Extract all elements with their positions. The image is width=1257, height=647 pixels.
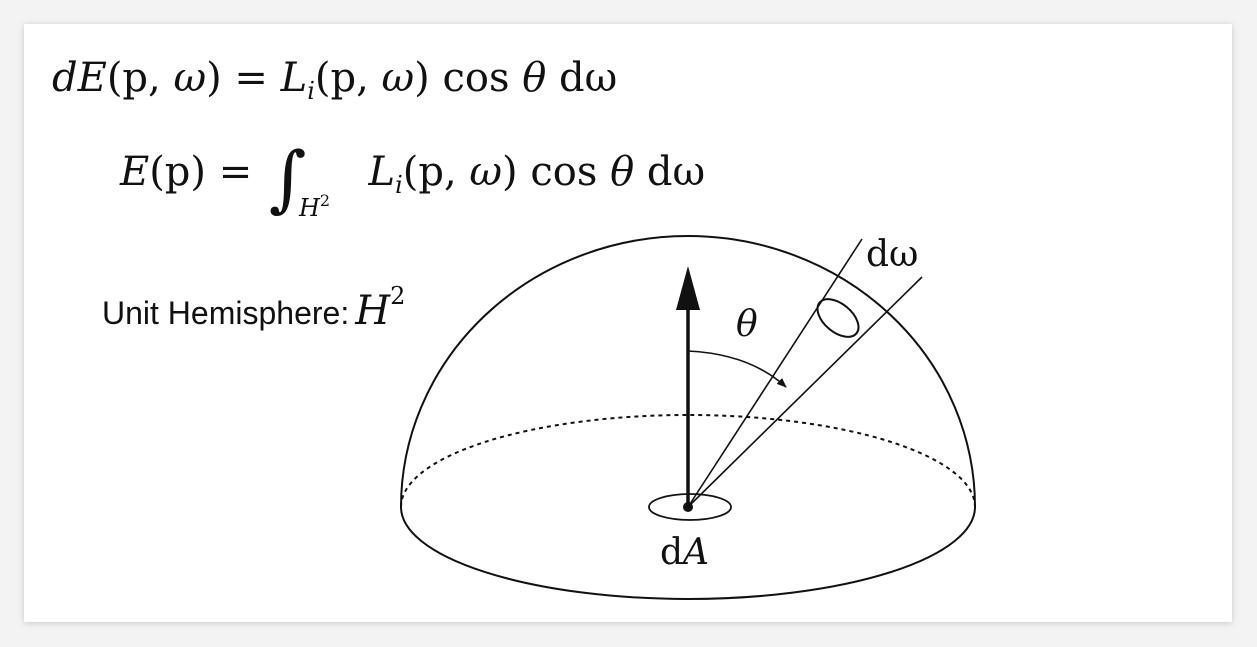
eq2-d-omega: dω: [634, 149, 706, 195]
eq1-equals: =: [221, 55, 281, 101]
eq2-cos: cos: [517, 149, 611, 195]
integral-domain-H: H: [298, 194, 320, 222]
d-omega-label: dω: [866, 234, 918, 275]
integral-domain: H2: [298, 191, 331, 222]
theta-label: θ: [736, 304, 758, 345]
cone-cross-section: [816, 298, 860, 338]
eq1-subscript-i: i: [307, 77, 315, 105]
differential-area-point: [683, 502, 693, 512]
eq1-rhs-args: (p,: [314, 55, 382, 101]
eq1-lhs-omega: ω: [173, 55, 207, 101]
hemisphere-symbol: H2: [355, 282, 405, 334]
integral-glyph: ∫: [268, 136, 307, 220]
d-A-label-d: d: [660, 532, 683, 573]
eq1-lhs-args: (p,: [106, 55, 174, 101]
eq2-E: E: [120, 149, 150, 195]
eq1-cos: cos: [429, 55, 523, 101]
theta-arc: [687, 350, 787, 388]
eq1-d-omega: dω: [546, 55, 618, 101]
unit-hemisphere-text: Unit Hemisphere:: [102, 295, 350, 331]
cone-line-right: [687, 276, 923, 508]
eq2-rhs-args: (p,: [402, 149, 470, 195]
eq1-d: d: [52, 55, 78, 101]
surface-normal-arrowhead: [676, 266, 700, 310]
eq2-rhs-omega: ω: [469, 149, 503, 195]
integral-domain-exponent: 2: [319, 191, 331, 210]
d-A-label-A: A: [680, 532, 709, 573]
irradiance-integral-equation: E(p) = ∫H2 Li(p, ω) cos θ dω: [120, 142, 706, 220]
hemisphere-dome: [400, 235, 976, 508]
unit-hemisphere-label: Unit Hemisphere:H2: [102, 282, 405, 334]
eq2-L: L: [368, 149, 396, 195]
eq2-theta: θ: [610, 149, 635, 195]
eq1-theta: θ: [522, 55, 547, 101]
eq1-rhs-close: ): [414, 55, 430, 101]
eq2-rhs-close: ): [502, 149, 518, 195]
hemisphere-diagram: θ dω dA: [400, 234, 976, 600]
eq1-rhs-omega: ω: [381, 55, 415, 101]
integral-sign: ∫H2: [269, 142, 330, 220]
eq1-E: E: [77, 55, 107, 101]
differential-area-ellipse: [648, 493, 732, 521]
hemisphere-symbol-exponent: 2: [390, 282, 406, 310]
cone-line-left: [687, 238, 863, 508]
hemisphere-symbol-H: H: [355, 288, 391, 334]
eq2-equals: =: [206, 149, 265, 195]
differential-irradiance-equation: dE(p, ω) = Li(p, ω) cos θ dω: [52, 58, 617, 103]
base-ellipse-back: [400, 414, 976, 508]
eq2-subscript-i: i: [395, 171, 403, 199]
base-ellipse-front: [400, 506, 976, 600]
eq1-lhs-close: ): [206, 55, 222, 101]
d-A-label: dA: [660, 532, 709, 573]
eq1-L: L: [280, 55, 308, 101]
eq2-lhs-args: (p): [149, 149, 207, 195]
